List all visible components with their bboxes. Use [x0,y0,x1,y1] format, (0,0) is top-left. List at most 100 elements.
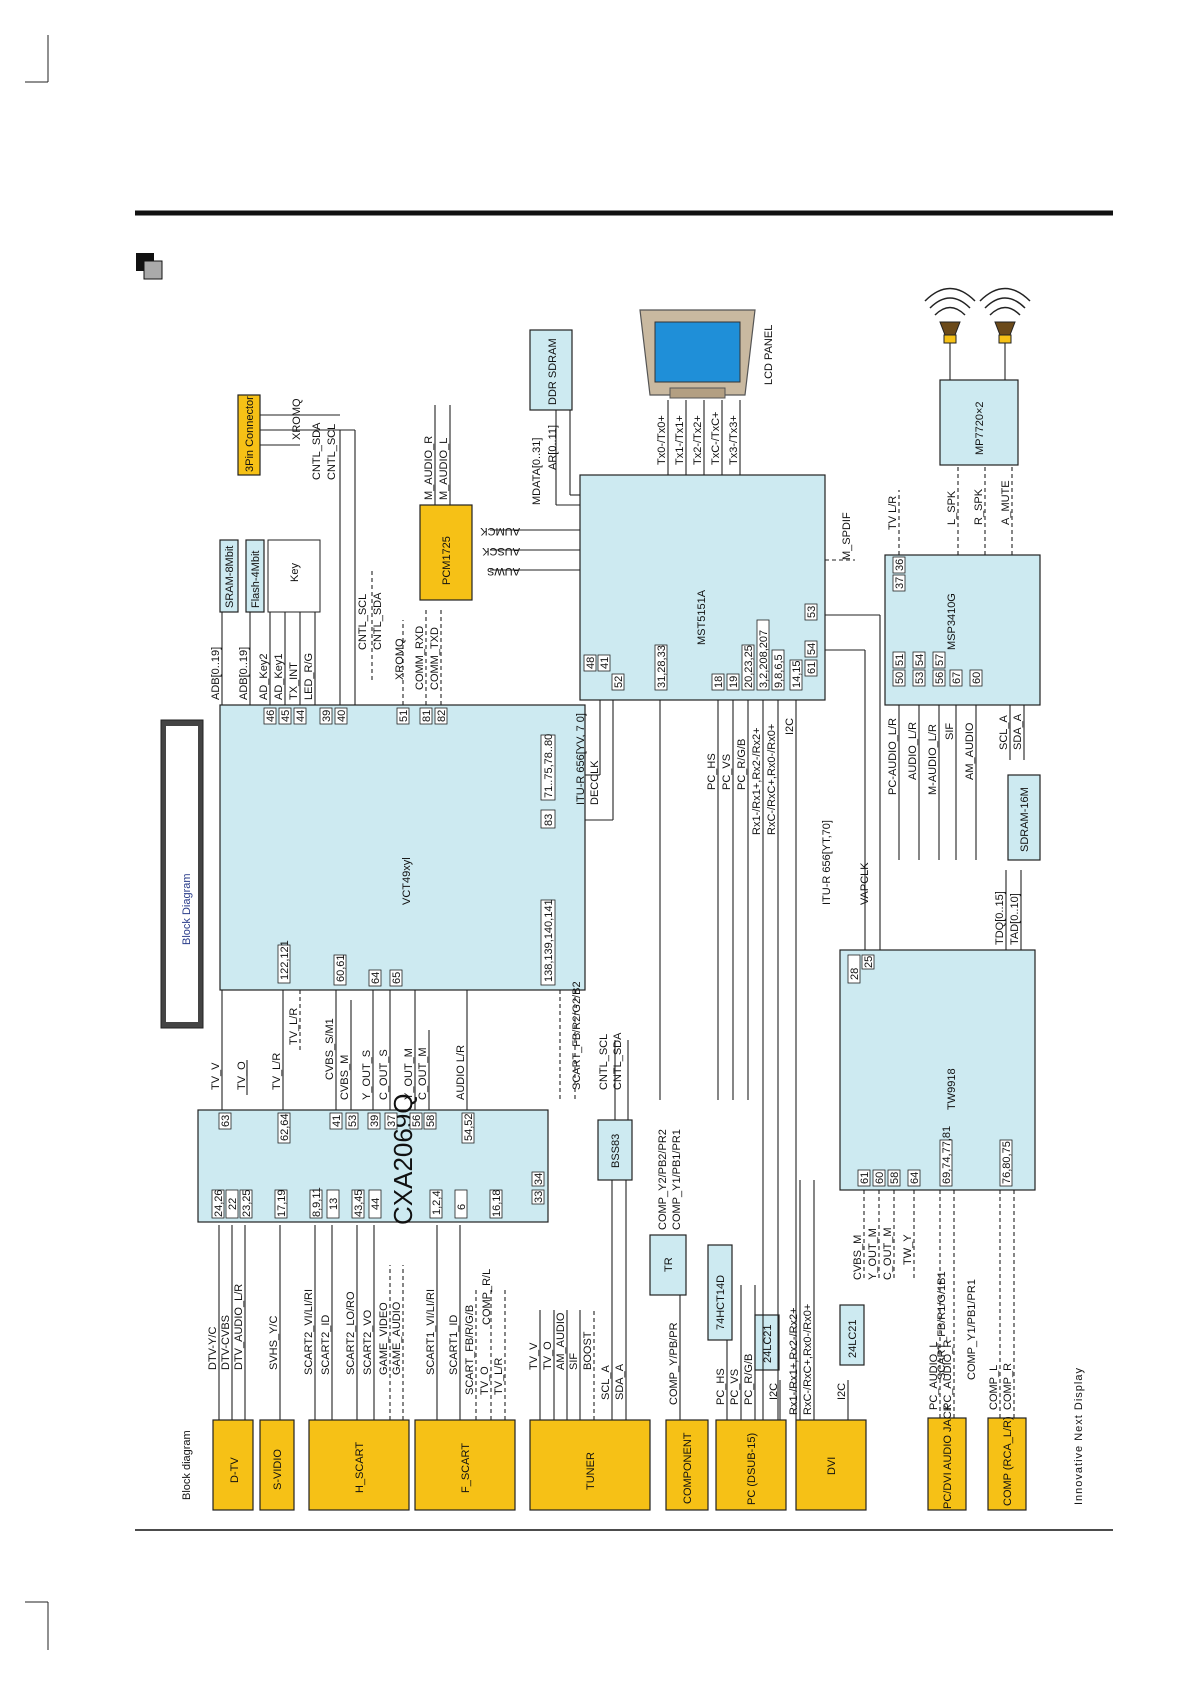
signal-label: COMP_R [1002,1363,1014,1410]
svg-text:41: 41 [599,657,611,669]
svg-text:64: 64 [909,1172,921,1184]
source-label: PC (DSUB-15) [746,1433,758,1505]
source-dtv [212,1419,254,1511]
signal-label: TV_O [479,1366,491,1395]
svg-text:37: 37 [386,1115,398,1127]
footer-tagline: Innovative Next Display [1073,1367,1085,1505]
signal-label: COMP_R/L [481,1269,493,1325]
tw-labels: CVBS_M Y_OUT_M C_OUT_M TW_Y SCART_FB/R1/… [852,891,1021,1380]
chip-label: BSS83 [610,1134,622,1168]
banner-title: Block Diagram [181,873,193,945]
connector-3pin [237,394,261,476]
msp-pins: 50 51 53 54 56 57 67 60 37 36 [892,556,983,687]
signal-label: CNTL_SCL [598,1034,610,1090]
svg-text:43,45: 43,45 [353,1189,365,1217]
signal-label: COMM_TXD [429,627,441,690]
chip-label: VCT49xyl [401,857,413,905]
signal-label: Tx3-/Tx3+ [728,415,740,465]
svg-text:28: 28 [849,968,861,980]
svg-text:58: 58 [425,1115,437,1127]
chip-label: 24LC21 [847,1319,859,1358]
source-label: DVI [826,1457,838,1475]
source-label: H_SCART [354,1442,366,1493]
signal-label: Tx2-/Tx2+ [692,415,704,465]
sources: D-TV S-VIDIO H_SCART F_SCART TUNER COMPO… [212,1403,1027,1511]
signal-label: ADB[0..19] [210,647,222,700]
signal-label: PC_HS [715,1368,727,1405]
banner-inner [166,726,198,1022]
chip-label: 24LC21 [762,1324,774,1363]
signal-label: SCART2_VI/LI/RI [303,1289,315,1375]
chip-label: DDR SDRAM [547,338,559,405]
signal-label: DTV-Y/C [207,1327,219,1370]
svg-text:54: 54 [914,654,926,666]
signal-label: SCART_FB/R1/G/1B1 [936,1271,948,1380]
signal-label: ITU-R 656[YV, 7 0] [575,713,587,805]
svg-text:65: 65 [391,972,403,984]
signal-label: BOOST [582,1331,594,1370]
signal-label: C_OUT_S [378,1049,390,1100]
svg-text:14,15: 14,15 [791,660,803,688]
signal-label: TV_L/R [271,1053,283,1090]
svg-text:54: 54 [806,643,818,655]
source-comp-rca [987,1417,1027,1511]
signal-label: AUSCK [481,545,520,557]
signal-label: XROMQ [291,398,303,440]
signal-label: CVBS_M [339,1055,351,1100]
signal-label: PC_VS [729,1369,741,1405]
chip-label: 74HCT14D [715,1275,727,1330]
svg-text:51: 51 [398,710,410,722]
svg-text:3,2,208,207: 3,2,208,207 [758,630,770,688]
svg-text:71..75,78..80: 71..75,78..80 [543,734,555,798]
source-label: S-VIDIO [272,1449,284,1490]
signal-label: PC_HS [706,753,718,790]
svg-text:16,18: 16,18 [491,1189,503,1217]
chip-label: MST5151A [696,589,708,645]
signal-label: TV_L/R [493,1358,505,1395]
signal-label: CNTL_SCL [326,424,338,480]
signal-label: PC_AUDIO_R [942,1340,954,1410]
svg-text:19: 19 [728,676,740,688]
chip-label: MP7720×2 [974,401,986,455]
source-dvi [795,1419,867,1511]
chip-vct49xyl [219,704,586,991]
source-label: F_SCART [460,1443,472,1493]
svg-text:122,121: 122,121 [279,940,291,980]
chip-sram [219,539,239,613]
svg-text:50: 50 [894,672,906,684]
svg-text:37: 37 [894,577,906,589]
svg-text:17,19: 17,19 [276,1189,288,1217]
signal-label: AD_Key1 [273,654,285,700]
signal-label: C_OUT_M [417,1047,429,1100]
signal-label: SCART_FB/R/G/B [464,1305,476,1395]
svg-text:45: 45 [280,710,292,722]
signal-label: R_SPK [973,488,985,525]
signal-label: COMP_Y1/PB1/PR1 [671,1129,683,1230]
signal-label: I2C [768,1383,780,1400]
chip-ddr-sdram [529,329,573,411]
signal-label: AUDIO_L/R [907,722,919,780]
signal-label: COMP_Y/PB/PR [668,1322,680,1405]
chip-label: MSP3410G [946,593,958,650]
vct-pins: 122,121 60,61 64 65 138,139,140,141 46 4… [263,707,556,987]
chip-pcm1725 [419,504,473,601]
signal-label: COMM_RXD [414,626,426,690]
svg-text:41: 41 [331,1115,343,1127]
signal-label: CNTL_SDA [612,1032,624,1090]
signal-label: SDA_A [614,1363,626,1400]
svg-text:138,139,140,141: 138,139,140,141 [543,899,555,982]
signal-label: TV_O [542,1341,554,1370]
svg-text:40: 40 [336,710,348,722]
signal-label: PC_AUDIO_L [928,1342,940,1410]
input-wires [218,1180,1015,1420]
mst-wires [490,410,881,1420]
signal-label: COMP_Y2/PB2/PR2 [657,1129,669,1230]
svg-text:13: 13 [328,1198,340,1210]
svg-text:62,64: 62,64 [279,1113,291,1141]
chip-24lc21-b [839,1304,865,1366]
signal-label: SCL_A [998,714,1010,750]
source-hscart [308,1419,410,1511]
signal-label: TV_L/R [288,1008,300,1045]
chip-74hct14d [707,1244,733,1341]
signal-label: TV_V [210,1062,222,1090]
